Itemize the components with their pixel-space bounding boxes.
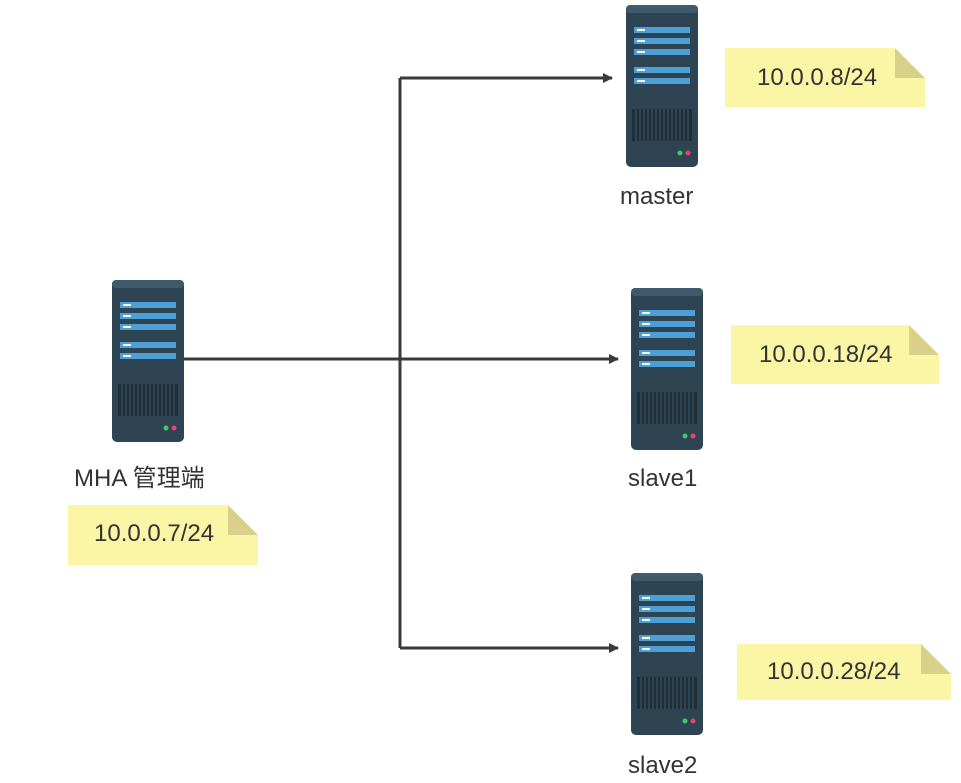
slave2-ip-text: 10.0.0.28/24 <box>767 658 901 685</box>
server-rack-icon[interactable] <box>111 279 185 443</box>
slave2-ip-note: 10.0.0.28/24 <box>737 644 951 700</box>
slave1-ip-text: 10.0.0.18/24 <box>759 341 893 368</box>
master-label: master <box>620 183 694 210</box>
server-rack-icon[interactable] <box>630 287 704 451</box>
manager-ip-note: 10.0.0.7/24 <box>68 505 258 565</box>
master-ip-text: 10.0.0.8/24 <box>757 64 878 91</box>
master-ip-note: 10.0.0.8/24 <box>725 48 925 107</box>
slave2-label: slave2 <box>628 752 698 779</box>
server-rack-icon[interactable] <box>630 572 704 736</box>
manager-label: MHA 管理端 <box>74 465 205 492</box>
manager-ip-text: 10.0.0.7/24 <box>94 520 215 547</box>
slave1-ip-note: 10.0.0.18/24 <box>731 325 939 384</box>
connections <box>184 73 619 653</box>
slave1-label: slave1 <box>628 465 698 492</box>
server-rack-icon[interactable] <box>625 4 699 168</box>
